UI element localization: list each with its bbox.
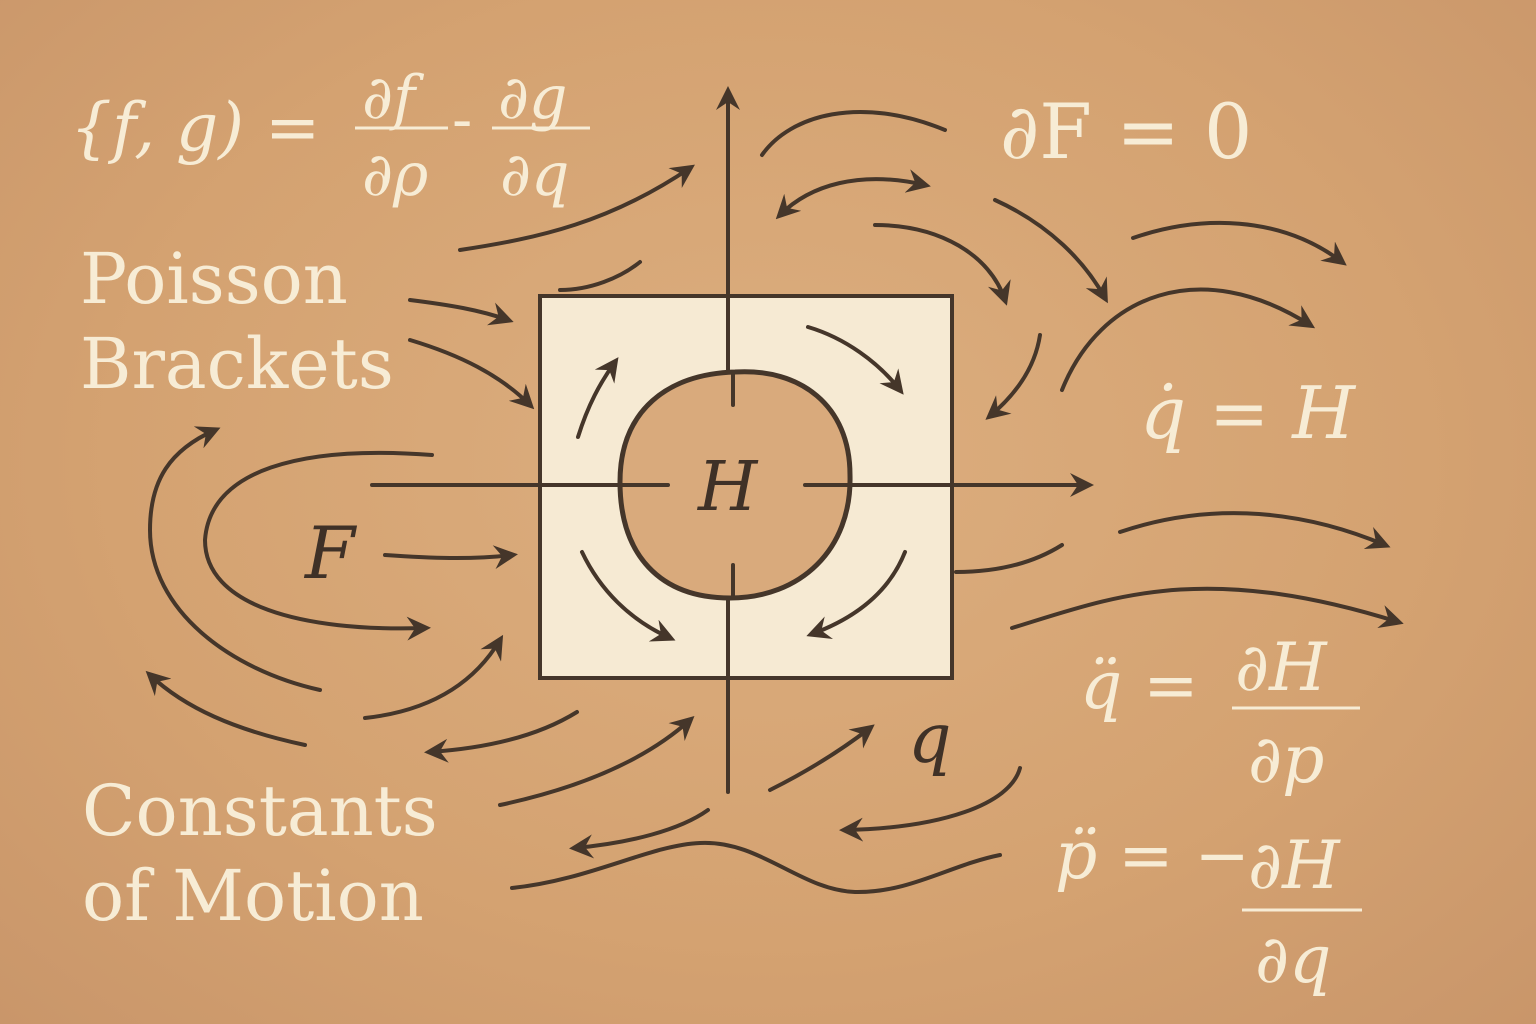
bracket-lhs: {f, g) = (70, 89, 320, 166)
flow-arrow (839, 766, 1022, 842)
flow-curve (954, 543, 1064, 574)
hamiltonian-symbol: H (696, 448, 759, 527)
flow-arrow (993, 198, 1108, 304)
flow-arrow (775, 169, 931, 220)
qdot-equation: q̇ = H (1140, 371, 1356, 455)
flow-arrow (873, 223, 1011, 306)
hamiltonian-orbit (617, 369, 853, 601)
flow-curve (760, 110, 947, 157)
bracket-num1: ∂f (362, 63, 425, 133)
poisson-label-line2: Brackets (80, 323, 394, 405)
flow-arrow (383, 545, 518, 570)
bracket-den2: ∂q (500, 140, 569, 210)
pddot-lhs: p̈ = − (1055, 817, 1250, 894)
bracket-num2: ∂g (498, 63, 567, 133)
flow-arrow (806, 325, 904, 395)
flow-arrow (806, 550, 907, 640)
flow-arrow (576, 357, 619, 439)
flow-arrow (458, 164, 695, 252)
flow-arrow (985, 333, 1042, 420)
flow-arrow (580, 550, 676, 642)
constants-label-line2: of Motion (82, 855, 424, 937)
pddot-den: ∂q (1255, 921, 1331, 998)
flow-arrow (424, 710, 579, 763)
flow-arrow (569, 808, 710, 859)
bracket-den1: ∂ρ (362, 140, 428, 210)
bracket-minus: - (452, 85, 472, 155)
qddot-den: ∂p (1248, 721, 1324, 798)
flow-arrow (203, 450, 434, 641)
pddot-num: ∂H (1248, 827, 1341, 904)
flow-wave (510, 840, 1002, 895)
flow-arrow (1010, 586, 1404, 630)
coordinate-symbol: q (908, 700, 952, 779)
qddot-lhs: q̈ = (1080, 647, 1199, 724)
flow-arrow (498, 715, 695, 807)
flow-arrow (408, 298, 514, 326)
poisson-label-line1: Poisson (80, 238, 348, 320)
flow-arrow (363, 634, 504, 720)
qddot-num: ∂H (1235, 629, 1328, 706)
flow-arrow (408, 338, 535, 410)
flow-arrow (1118, 511, 1391, 550)
flow-curve (558, 260, 642, 292)
flow-arrow (1060, 287, 1316, 392)
flow-arrow (768, 724, 875, 792)
flow-arrow (148, 426, 322, 692)
flow-arrow (1131, 221, 1347, 266)
flow-arrow (145, 670, 307, 747)
function-symbol: F (303, 511, 358, 595)
constants-label-line1: Constants (82, 770, 438, 852)
conservation-equation: ∂F = 0 (1000, 87, 1252, 176)
